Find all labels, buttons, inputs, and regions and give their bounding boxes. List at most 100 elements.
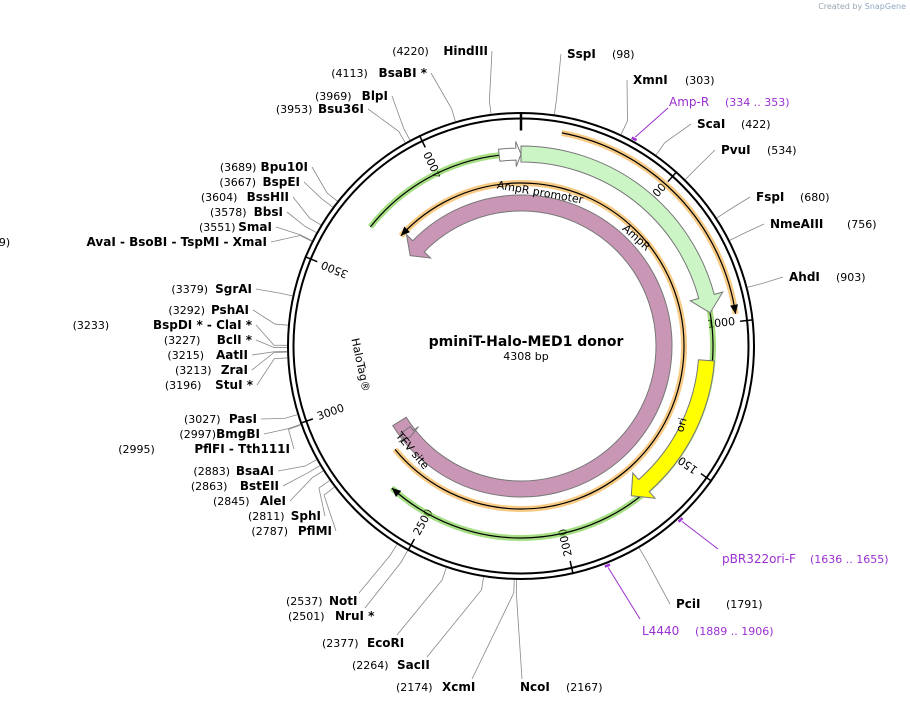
enzyme-site[interactable]: AhdI(903) xyxy=(789,270,866,284)
enzyme-site[interactable]: PflFI - Tth111I (2995) xyxy=(118,442,290,456)
enzyme-site[interactable]: AleI(2845) xyxy=(213,494,286,508)
enzyme-name: BclI * xyxy=(217,333,253,347)
enzyme-name: BmgBI xyxy=(216,427,260,441)
ampr-promoter-arrow xyxy=(497,141,522,167)
enzyme-site[interactable]: Bsu36I(3953) xyxy=(276,102,364,116)
enzyme-position: (3233) xyxy=(73,319,110,332)
enzyme-site[interactable]: SmaI(3551) xyxy=(199,220,272,234)
enzyme-position: (3551) xyxy=(199,221,236,234)
enzyme-site[interactable]: BspDI * - ClaI * (3233) xyxy=(73,318,253,332)
enzyme-position: (2174) xyxy=(396,681,433,694)
enzyme-site[interactable]: BstEII(2863) xyxy=(191,479,279,493)
ampr-feature-arrow xyxy=(520,145,724,314)
enzyme-position: (2811) xyxy=(248,510,285,523)
enzyme-name: AatII xyxy=(216,348,248,362)
enzyme-name: BstEII xyxy=(240,479,279,493)
leader-line xyxy=(289,470,324,502)
enzyme-site[interactable]: AatII(3215) xyxy=(167,348,248,362)
tick-mark xyxy=(700,472,713,482)
ori-feature-arrow xyxy=(630,359,715,499)
enzyme-position: (422) xyxy=(741,118,771,131)
leader-line xyxy=(292,196,321,226)
enzyme-site[interactable]: PciI(1791) xyxy=(676,597,763,611)
enzyme-labels: SspI(98) XmnI(303) ScaI(422) PvuI(534) FspI(… xyxy=(0,44,877,694)
primer-range: (1889 .. 1906) xyxy=(695,625,774,638)
amp-orf-arrow xyxy=(561,132,737,314)
enzyme-site[interactable]: XmnI(303) xyxy=(633,73,715,87)
tick-mark xyxy=(304,255,318,263)
leader-line xyxy=(367,108,406,143)
enzyme-site[interactable]: SspI(98) xyxy=(567,47,635,61)
leader-line xyxy=(515,579,523,680)
enzyme-site[interactable]: BmgBI(2997) xyxy=(179,427,260,441)
enzyme-position: (2845) xyxy=(213,495,250,508)
enzyme-name: HindIII xyxy=(443,44,488,58)
enzyme-name: EcoRI xyxy=(367,636,404,650)
enzyme-site[interactable]: SgrAI(3379) xyxy=(171,282,252,296)
enzyme-position: (2264) xyxy=(352,659,389,672)
enzyme-site[interactable]: PshAI(3292) xyxy=(168,303,249,317)
enzyme-position: (680) xyxy=(800,191,830,204)
enzyme-site[interactable]: FspI(680) xyxy=(756,190,830,204)
primer-range: (1636 .. 1655) xyxy=(810,553,889,566)
halotag-feature-arrow xyxy=(392,194,673,498)
halo-orf-arrow-orange-arrowhead-icon xyxy=(400,226,411,236)
primer-site[interactable]: Amp-R(334 .. 353) xyxy=(631,95,790,142)
enzyme-site[interactable]: BclI * (3227) xyxy=(164,333,253,347)
enzyme-site[interactable]: BssHII(3604) xyxy=(201,190,289,204)
enzyme-site[interactable]: Bpu10I (3689) xyxy=(220,160,308,174)
enzyme-site[interactable]: XcmI(2174) xyxy=(396,680,475,694)
primer-site[interactable]: pBR322ori-F(1636 .. 1655) xyxy=(677,517,889,566)
enzyme-name: Bpu10I xyxy=(261,160,308,174)
enzyme-name: NmeAIII xyxy=(770,217,823,231)
enzyme-name: XmnI xyxy=(633,73,668,87)
enzyme-site[interactable]: ScaI(422) xyxy=(697,117,771,131)
enzyme-site[interactable]: AvaI - BsoBI - TspMI - XmaI(3549) xyxy=(0,235,267,249)
enzyme-site[interactable]: PasI(3027) xyxy=(184,412,257,426)
enzyme-name: BsaAI xyxy=(236,464,274,478)
enzyme-name: BsaBI * xyxy=(379,66,428,80)
tick-mark xyxy=(667,171,678,183)
enzyme-site[interactable]: StuI *(3196) xyxy=(165,378,254,392)
enzyme-site[interactable]: SphI(2811) xyxy=(248,509,321,523)
enzyme-name: BspDI * - ClaI * xyxy=(153,318,253,332)
enzyme-site[interactable]: HindIII(4220) xyxy=(392,44,488,58)
enzyme-name: PflFI - Tth111I xyxy=(194,442,290,456)
enzyme-site[interactable]: NotI(2537) xyxy=(286,594,358,608)
leader-line xyxy=(426,576,485,658)
enzyme-site[interactable]: PflMI(2787) xyxy=(251,524,332,538)
tick-mark xyxy=(418,134,426,148)
enzyme-name: BbsI xyxy=(254,205,283,219)
enzyme-position: (3292) xyxy=(168,304,205,317)
enzyme-name: AhdI xyxy=(789,270,820,284)
primer-labels: Amp-R(334 .. 353) pBR322ori-F(1636 .. 165… xyxy=(604,95,889,638)
leader-line xyxy=(323,486,337,532)
primer-name: L4440 xyxy=(642,624,679,638)
enzyme-site[interactable]: BlpI(3969) xyxy=(315,89,388,103)
enzyme-site[interactable]: SacII(2264) xyxy=(352,658,430,672)
leader-line xyxy=(364,550,408,609)
credit-prefix: Created by xyxy=(818,2,863,11)
halo-orf-arrow-green xyxy=(369,153,714,539)
enzyme-site[interactable]: BspEI(3667) xyxy=(219,175,300,189)
enzyme-site[interactable]: BsaBI *(4113) xyxy=(331,66,428,80)
enzyme-position: (2377) xyxy=(322,637,359,650)
enzyme-site[interactable]: NmeAIII (756) xyxy=(770,217,877,231)
enzyme-site[interactable]: EcoRI (2377) xyxy=(322,636,404,650)
enzyme-site[interactable]: BsaAI(2883) xyxy=(193,464,274,478)
leader-line xyxy=(430,72,456,122)
enzyme-position: (98) xyxy=(612,48,635,61)
enzyme-position: (2995) xyxy=(118,443,155,456)
enzyme-position: (3227) xyxy=(164,334,201,347)
primer-site[interactable]: L4440 (1889 .. 1906) xyxy=(604,563,774,638)
enzyme-site[interactable]: ZraI(3213) xyxy=(175,363,248,377)
enzyme-site[interactable]: BbsI(3578) xyxy=(210,205,283,219)
tev-site-feature-arrow xyxy=(398,425,419,443)
leader-line xyxy=(260,414,298,420)
enzyme-site[interactable]: NcoI(2167) xyxy=(520,680,603,694)
enzyme-position: (756) xyxy=(847,218,877,231)
enzyme-position: (3689) xyxy=(220,161,257,174)
enzyme-site[interactable]: PvuI(534) xyxy=(721,143,797,157)
leader-line xyxy=(747,276,784,288)
enzyme-site[interactable]: NruI *(2501) xyxy=(288,609,375,623)
